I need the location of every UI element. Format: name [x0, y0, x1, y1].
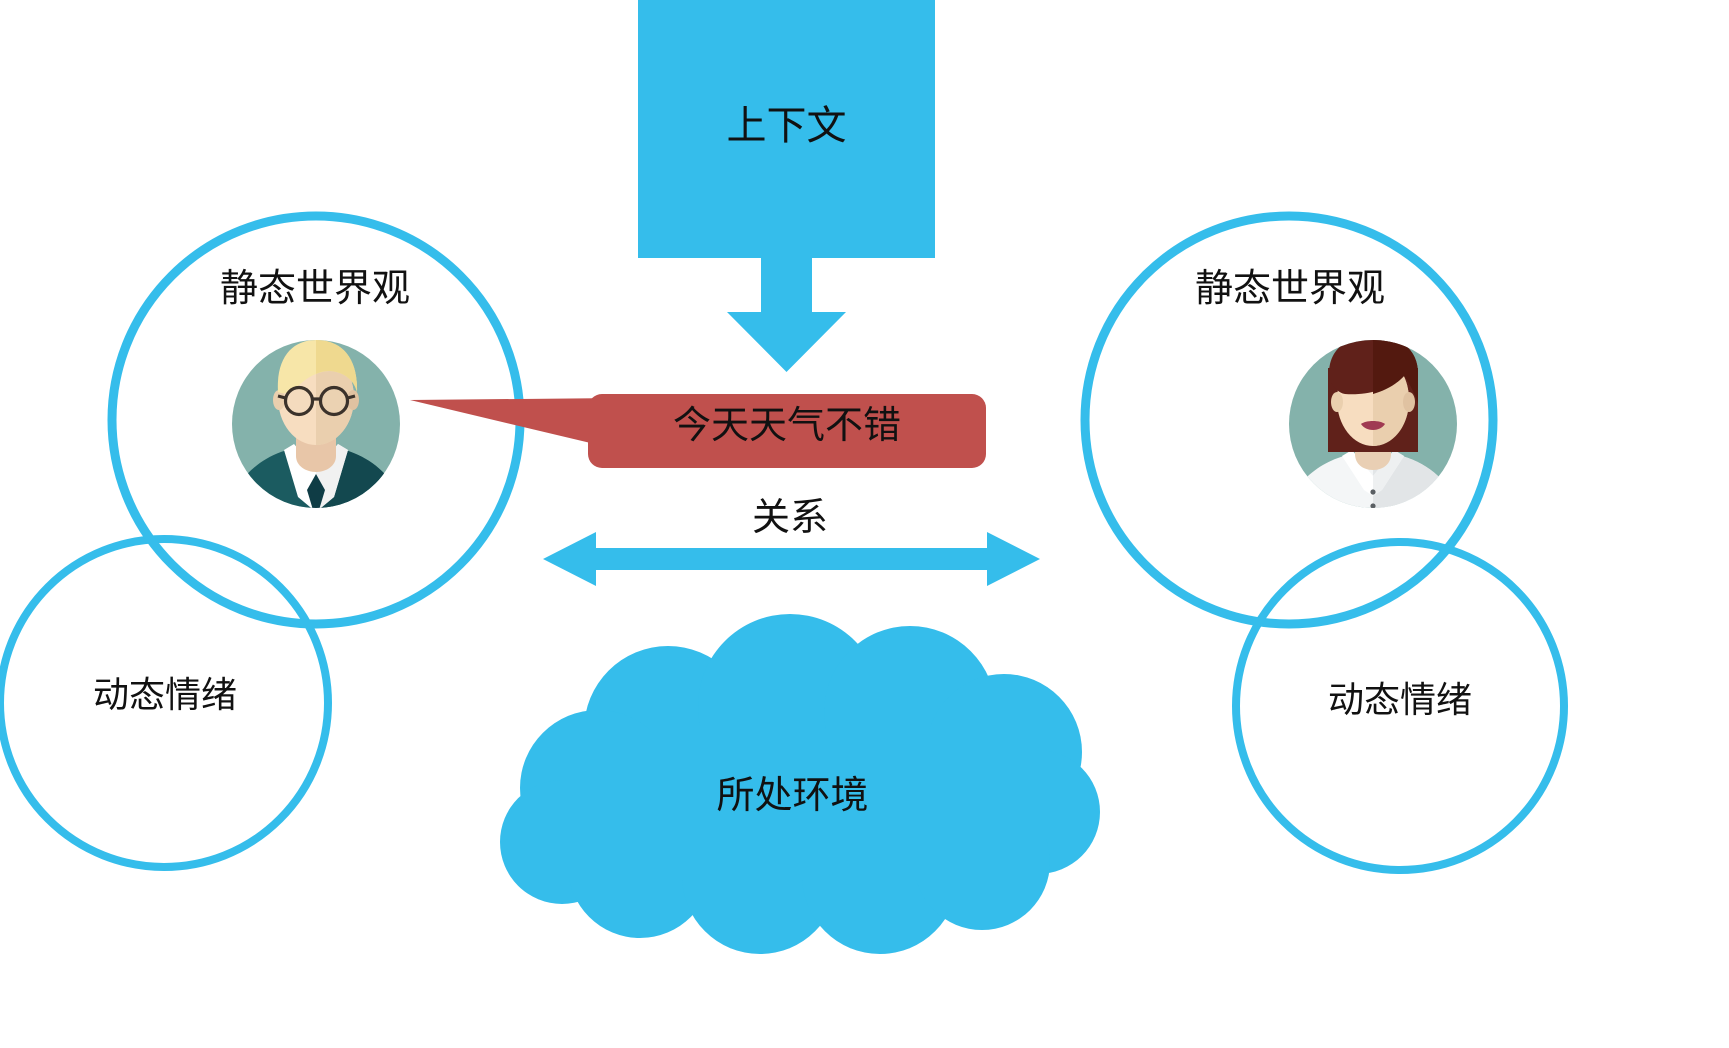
speech-bubble-body: [588, 394, 986, 468]
right-dynamic-emotion-label: 动态情绪: [1327, 679, 1472, 720]
left-dynamic-emotion-label: 动态情绪: [92, 674, 237, 715]
context-box: [638, 0, 935, 258]
context-box-group: [638, 0, 935, 372]
right-static-worldview-circle: [1080, 211, 1498, 629]
environment-cloud: [500, 614, 1100, 954]
speech-bubble-tail: [410, 398, 620, 450]
right-static-worldview-label: 静态世界观: [1194, 268, 1385, 310]
environment-cloud-label: 所处环境: [716, 775, 869, 817]
speech-bubble: [410, 394, 986, 468]
relation-label: 关系: [751, 497, 828, 539]
left-person-avatar: [232, 340, 400, 508]
right-dynamic-emotion-circle: [1232, 538, 1568, 874]
left-dynamic-emotion-circle: [0, 535, 332, 871]
speech-bubble-label: 今天天气不错: [672, 405, 901, 447]
context-down-arrow-icon: [727, 258, 846, 372]
relation-double-arrow-icon: [543, 532, 1040, 586]
left-static-worldview-label: 静态世界观: [219, 268, 410, 310]
context-box-label: 上下文: [726, 104, 847, 148]
right-person-avatar: [1289, 340, 1457, 508]
